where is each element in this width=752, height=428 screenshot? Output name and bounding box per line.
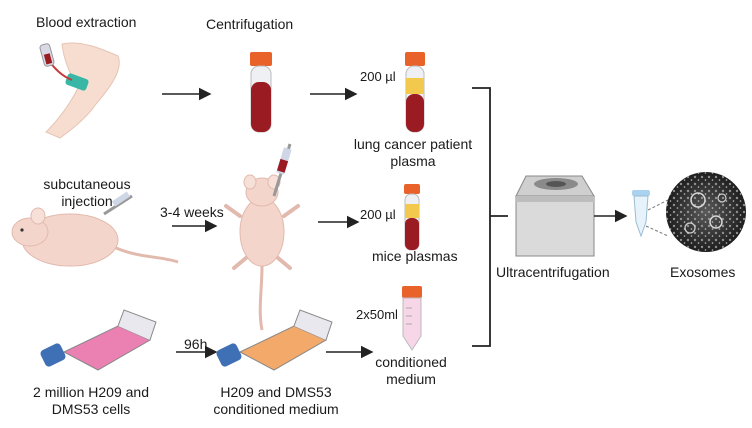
exosomes-label: Exosomes: [670, 264, 736, 280]
conditioned-medium-label-line1: conditioned: [375, 354, 447, 370]
bracket-connector: [472, 87, 491, 347]
patient-plasma-label-line2: plasma: [390, 153, 436, 169]
eppendorf-tube-icon: [632, 190, 650, 238]
zoom-line-top: [647, 199, 669, 211]
injection-label-line1: subcutaneous: [43, 176, 131, 192]
ultracentrifugation-label: Ultracentrifugation: [496, 264, 610, 280]
flask-label-line2: conditioned medium: [213, 401, 339, 417]
zoom-line-bottom: [645, 225, 669, 237]
mice-volume-label: 200 µl: [360, 207, 396, 222]
centrifugation-label: Centrifugation: [206, 16, 294, 32]
plasma-volume-label: 200 µl: [360, 69, 396, 84]
mouse-back-illustration: [224, 143, 300, 331]
blood-tube-icon: [250, 52, 272, 133]
blood-extraction-label: Blood extraction: [36, 14, 137, 30]
cells-label-line2: DMS53 cells: [51, 401, 131, 417]
patient-plasma-label-line1: lung cancer patient: [353, 136, 473, 152]
plasma-tube-icon: [405, 52, 425, 133]
orange-flask-icon: [216, 309, 333, 371]
flask-label-line1: H209 and DMS53: [220, 384, 332, 400]
pink-flask-icon: [40, 309, 157, 371]
hours-label: 96h: [184, 336, 208, 352]
falcon-tube-icon: [402, 286, 422, 351]
cells-label-line1: 2 million H209 and: [33, 384, 149, 400]
weeks-label: 3-4 weeks: [160, 204, 224, 220]
mouse-illustration: [11, 191, 179, 267]
conditioned-medium-label-line2: medium: [386, 371, 436, 387]
ultracentrifuge-icon: [515, 175, 595, 257]
mice-plasmas-label: mice plasmas: [372, 248, 458, 264]
medium-volume-label: 2x50ml: [356, 307, 398, 322]
arm-illustration: [39, 42, 120, 139]
mice-plasma-tube-icon: [404, 184, 420, 251]
injection-label-line2: injection: [61, 193, 113, 209]
exosome-micrograph: [666, 172, 746, 252]
